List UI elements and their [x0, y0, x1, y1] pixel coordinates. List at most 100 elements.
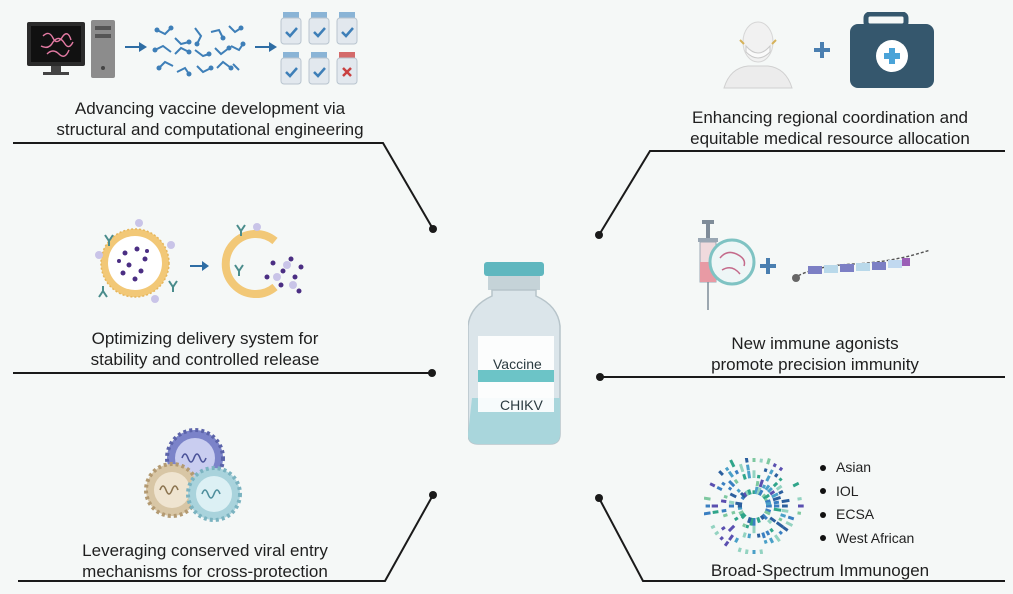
phylo-branch [797, 497, 802, 501]
phylo-branch [729, 459, 736, 468]
phylo-branch [764, 499, 771, 504]
phylo-branch [756, 487, 762, 496]
phylo-branch [761, 493, 767, 499]
phylo-branch [723, 494, 728, 499]
phylo-branch [778, 466, 784, 472]
phylo-branch [778, 477, 783, 482]
phylo-branch [769, 527, 774, 533]
phylo-branch [737, 547, 742, 553]
phylo-branch [704, 511, 711, 516]
connector-dot [595, 494, 603, 502]
caption-vaccine-development: Advancing vaccine development via struct… [56, 99, 364, 139]
phylo-branch [744, 549, 749, 554]
phylo-branch [734, 537, 740, 543]
phylo-branch [756, 533, 761, 538]
phylo-branch [780, 513, 787, 518]
phylo-branch [764, 484, 771, 491]
bullet-icon [820, 535, 826, 542]
phylo-branch [768, 537, 775, 544]
phylo-branch [714, 530, 720, 536]
phylo-branch [764, 497, 769, 502]
connector-bottom-right [598, 497, 1005, 582]
phylo-branch [742, 491, 749, 498]
phylo-branch [756, 474, 761, 479]
phylo-branch [772, 495, 782, 502]
vial-cap [484, 262, 544, 276]
plus-icon [814, 42, 830, 58]
phylo-branch [721, 508, 727, 513]
phylo-branch [747, 489, 752, 496]
phylo-branch [767, 487, 773, 493]
phylo-branch [778, 530, 783, 535]
plus-icon [760, 258, 776, 274]
caption-delivery-system: Optimizing delivery system for stability… [90, 329, 320, 369]
phylo-branch [731, 510, 736, 515]
legend-item: ECSA [820, 503, 914, 527]
legend-item: IOL [820, 480, 914, 504]
vial-band [478, 370, 554, 382]
phylo-branch [755, 480, 760, 487]
phylo-branch [733, 516, 739, 522]
phylo-branch [734, 469, 740, 475]
phylo-branch [733, 478, 739, 485]
phylo-branch [742, 523, 747, 528]
phylo-branch [749, 517, 754, 526]
caption-immune-agonists: New immune agonists promote precision im… [711, 334, 919, 374]
phylo-branch [721, 481, 726, 487]
computational-design-illustration [27, 12, 358, 85]
connector-dot [429, 225, 437, 233]
vaccine-vial-illustration [468, 262, 561, 445]
connector-top-left [13, 142, 434, 230]
phylo-branch [778, 517, 783, 522]
phylo-branch [724, 466, 730, 472]
phylo-branch [764, 508, 772, 513]
syringe-icon [698, 220, 756, 310]
connector-dot [595, 231, 603, 239]
connector-dot [428, 369, 436, 377]
arrow-icon [190, 261, 209, 271]
phylo-branch [735, 501, 743, 506]
bullet-icon [820, 511, 826, 518]
lineage-legend: Asian IOL ECSA West African [820, 456, 914, 550]
phylo-branch [727, 524, 736, 533]
phylo-branch [740, 513, 747, 520]
phylo-branch [745, 524, 750, 529]
phylo-branch [775, 521, 784, 529]
phylo-branch [772, 463, 777, 468]
liposome-icon [95, 219, 178, 303]
phylo-branch [781, 498, 790, 504]
phylo-branch [727, 470, 735, 478]
phylo-branch [747, 533, 752, 539]
medkit-icon [850, 12, 934, 88]
connector-dot [429, 491, 437, 499]
phylo-branch [773, 507, 782, 512]
phylo-branch [718, 470, 724, 476]
phylo-branch [787, 515, 795, 521]
phylo-branch [765, 501, 772, 506]
phylo-branch [754, 486, 759, 495]
liposome-delivery-illustration [95, 219, 304, 303]
phylo-branch [765, 530, 771, 536]
vial-grid-icon [280, 12, 358, 85]
phylo-branch [710, 524, 716, 530]
connector-top-right [598, 150, 1005, 236]
agonist-molecule-icon [792, 249, 931, 282]
phylo-branch [761, 513, 768, 520]
phylo-branch [744, 458, 749, 463]
connector-bottom-left [18, 494, 434, 582]
phylo-branch [737, 506, 743, 510]
phylo-branch [759, 514, 765, 520]
phylo-branch [723, 540, 730, 547]
phylo-branch [739, 491, 747, 499]
connector-dot [596, 373, 604, 381]
phylo-branch [771, 492, 779, 499]
phylo-branch [738, 463, 745, 473]
vial-label-top: Vaccine [493, 356, 542, 372]
arrow-icon [255, 42, 277, 52]
phylo-branch [765, 475, 771, 482]
medical-resources-illustration [723, 12, 934, 89]
phylo-branch [758, 479, 764, 488]
phylo-branch [747, 470, 752, 479]
phylo-branch [759, 549, 764, 554]
